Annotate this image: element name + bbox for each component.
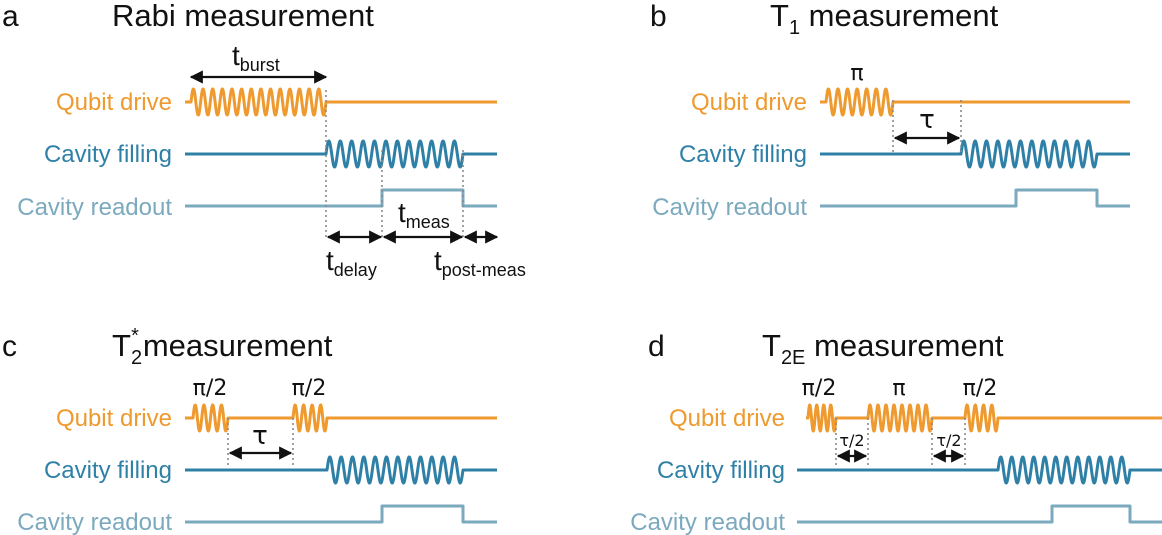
panel-d-pi-label: π — [892, 376, 905, 401]
panel-a-cavity-readout-trace — [185, 188, 497, 208]
panel-a: a Rabi measurement Qubit drive Cavity fi… — [2, 0, 526, 280]
panel-d-pi-half-label-1: π/2 — [802, 376, 837, 401]
panel-c-cavity-readout-trace — [185, 504, 497, 524]
panel-d: d T2E measurement Qubit drive Cavity fil… — [630, 328, 1162, 535]
panel-b-cavity-filling-trace — [820, 139, 1130, 169]
panel-c-letter: c — [2, 330, 17, 363]
panel-d-cavity-label: Cavity filling — [657, 457, 785, 484]
panel-b-qubit-label: Qubit drive — [691, 89, 807, 116]
panel-d-tau-half-label-2: τ/2 — [936, 431, 961, 450]
panel-a-t-burst-label: tburst — [232, 40, 280, 75]
panel-b-qubit-drive-trace — [820, 87, 1130, 117]
panel-a-cavity-label: Cavity filling — [44, 141, 172, 168]
panel-c-title: T2*measurement — [112, 325, 333, 369]
panel-a-t-post-meas-label: tpost-meas — [434, 245, 526, 280]
panel-a-readout-label: Cavity readout — [17, 194, 172, 221]
panel-d-cavity-readout-trace — [797, 504, 1162, 524]
panel-b: b T1 measurement Qubit drive Cavity fill… — [650, 0, 1130, 221]
panel-c-tau-label: τ — [252, 421, 268, 451]
panel-c-cavity-filling-trace — [185, 455, 497, 485]
panel-c: c T2*measurement Qubit drive Cavity fill… — [2, 325, 497, 535]
panel-d-qubit-label: Qubit drive — [669, 405, 785, 432]
panel-a-title: Rabi measurement — [112, 0, 374, 33]
panel-b-letter: b — [650, 0, 667, 33]
panel-d-tau-half-label-1: τ/2 — [839, 431, 864, 450]
panel-b-readout-label: Cavity readout — [652, 194, 807, 221]
panel-d-cavity-filling-trace — [797, 455, 1162, 485]
panel-c-pi-half-label-1: π/2 — [193, 376, 228, 401]
panel-b-title: T1 measurement — [770, 0, 999, 39]
panel-a-t-meas-label: tmeas — [398, 197, 450, 232]
panel-b-cavity-readout-trace — [820, 188, 1130, 208]
panel-d-letter: d — [648, 330, 665, 363]
panel-b-cavity-label: Cavity filling — [679, 141, 807, 168]
panel-b-pi-label: π — [850, 61, 863, 86]
panel-a-letter: a — [2, 0, 19, 33]
panel-c-readout-label: Cavity readout — [17, 509, 172, 535]
panel-a-t-delay-label: tdelay — [326, 245, 377, 280]
panel-d-title: T2E measurement — [762, 328, 1004, 369]
panel-d-qubit-drive-trace — [806, 403, 1162, 433]
panel-a-qubit-label: Qubit drive — [56, 89, 172, 116]
panel-d-pi-half-label-2: π/2 — [963, 376, 998, 401]
panel-a-cavity-filling-trace — [185, 139, 497, 169]
panel-a-qubit-drive-trace — [185, 87, 497, 117]
panel-b-tau-label: τ — [919, 105, 935, 135]
panel-c-pi-half-label-2: π/2 — [292, 376, 327, 401]
panel-d-readout-label: Cavity readout — [630, 509, 785, 535]
panel-c-cavity-label: Cavity filling — [44, 457, 172, 484]
panel-c-qubit-drive-trace — [185, 403, 497, 433]
panel-c-qubit-label: Qubit drive — [56, 405, 172, 432]
